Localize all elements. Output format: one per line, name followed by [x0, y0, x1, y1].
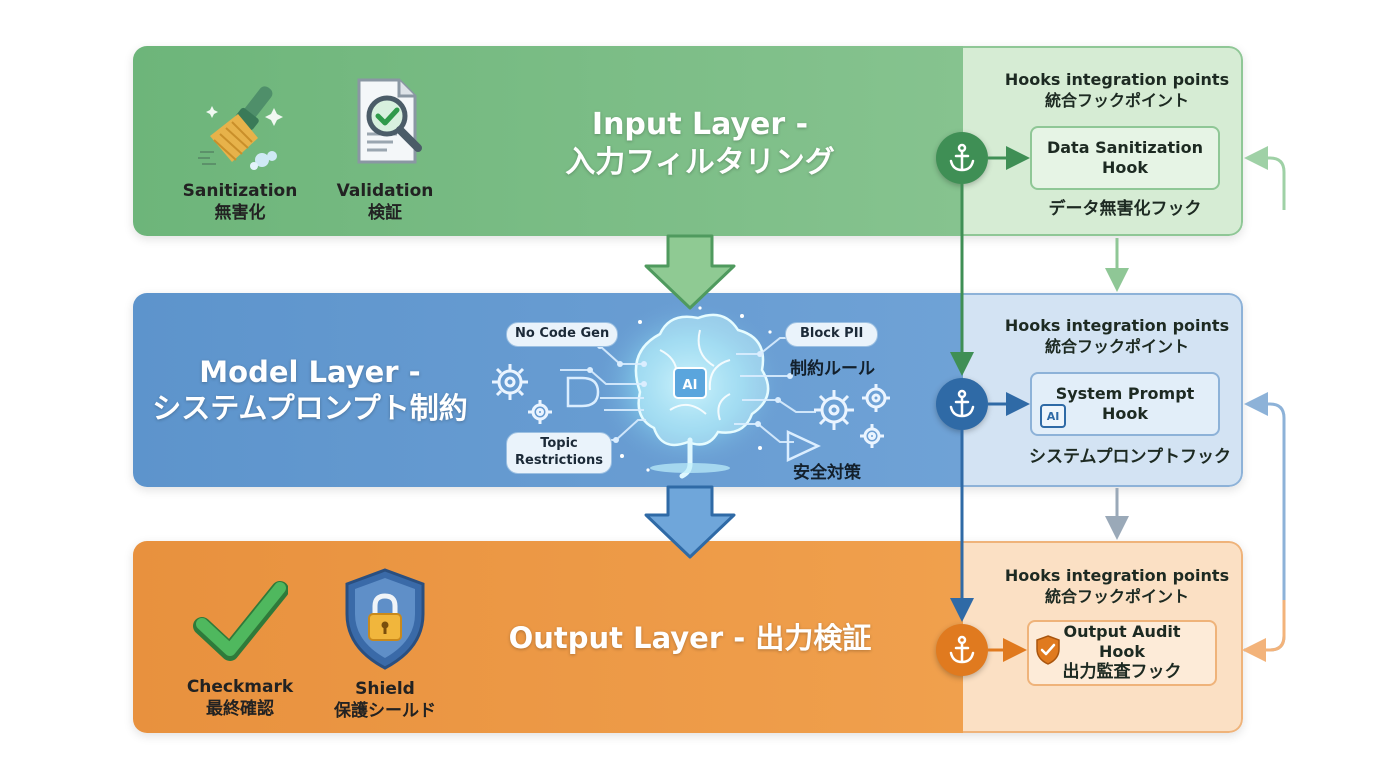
topic-restrictions-line1: Topic: [540, 436, 578, 451]
block-pii-tag: Block PII: [785, 322, 879, 347]
input-layer-title: Input Layer - 入力フィルタリング: [540, 106, 860, 181]
data-sanitization-hook-caption: データ無害化フック: [1048, 199, 1202, 219]
no-code-gen-tag: No Code Gen: [506, 322, 619, 347]
model-hooks-heading-en: Hooks integration points: [1004, 316, 1230, 335]
input-hooks-heading-jp: 統合フックポイント: [1044, 90, 1189, 110]
sanitization-label-en: Sanitization: [182, 181, 298, 201]
sanitization-label-jp: 無害化: [214, 203, 266, 224]
no-code-gen-label: No Code Gen: [515, 326, 610, 341]
validation-label-jp: 検証: [368, 203, 402, 224]
data-sanitization-hook-line1: Data Sanitization: [1046, 138, 1204, 157]
validation-label-en: Validation: [336, 181, 434, 201]
sanitization-feature: Sanitization 無害化: [175, 78, 305, 224]
anchor-icon: [949, 389, 975, 418]
broom-icon: [198, 86, 283, 170]
input-hooks-heading-en: Hooks integration points: [1004, 70, 1230, 89]
output-layer-title: Output Layer - 出力検証: [490, 620, 890, 656]
output-anchor-node[interactable]: [936, 624, 988, 676]
block-pii-label: Block PII: [800, 326, 864, 341]
shield-feature: Shield 保護シールド: [320, 566, 450, 722]
shield-label-en: Shield: [355, 679, 415, 699]
model-layer-title-jp: システムプロンプト制約: [152, 391, 468, 426]
shield-check-icon: [1036, 635, 1060, 665]
output-audit-hook-line1: Output Audit: [1063, 622, 1181, 642]
document-magnifier-icon: [357, 78, 422, 164]
model-hooks-heading-jp: 統合フックポイント: [1044, 336, 1189, 356]
model-layer-title: Model Layer - システムプロンプト制約: [140, 354, 480, 427]
system-prompt-hook-line1: System Prompt: [1055, 384, 1195, 403]
system-prompt-hook-line2: Hook: [1101, 404, 1148, 423]
topic-restrictions-tag: Topic Restrictions: [506, 432, 612, 474]
model-anchor-node[interactable]: [936, 378, 988, 430]
system-prompt-hook-caption: システムプロンプトフック: [1029, 447, 1231, 467]
constraint-rules-label: 制約ルール: [790, 359, 875, 379]
output-layer-title-text: Output Layer - 出力検証: [508, 621, 872, 655]
ai-chip-label: AI: [1046, 409, 1060, 423]
input-layer-main: [133, 46, 963, 236]
shield-lock-icon: [345, 568, 425, 670]
topic-restrictions-line2: Restrictions: [515, 452, 603, 468]
model-layer-title-en: Model Layer -: [199, 355, 421, 389]
input-layer-title-en: Input Layer -: [591, 107, 809, 142]
checkmark-label-jp: 最終確認: [206, 699, 274, 720]
input-anchor-node[interactable]: [936, 132, 988, 184]
checkmark-label-en: Checkmark: [186, 677, 294, 697]
checkmark-feature: Checkmark 最終確認: [175, 574, 305, 720]
output-hooks-heading: Hooks integration points 統合フックポイント: [982, 566, 1252, 608]
output-hooks-heading-jp: 統合フックポイント: [1044, 586, 1189, 606]
anchor-icon: [949, 635, 975, 664]
system-prompt-hook-box[interactable]: System Prompt Hook: [1030, 372, 1220, 436]
input-hooks-heading: Hooks integration points 統合フックポイント: [982, 70, 1252, 112]
safety-measures-label: 安全対策: [793, 463, 861, 483]
model-hooks-heading: Hooks integration points 統合フックポイント: [982, 316, 1252, 358]
output-audit-hook-caption: 出力監査フック: [1062, 662, 1182, 683]
checkmark-icon: [193, 581, 288, 661]
data-sanitization-hook-line2: Hook: [1101, 158, 1148, 177]
output-hooks-heading-en: Hooks integration points: [1004, 566, 1230, 585]
input-layer-title-jp: 入力フィルタリング: [565, 144, 835, 180]
shield-label-jp: 保護シールド: [334, 701, 436, 722]
anchor-icon: [949, 143, 975, 172]
ai-chip-icon: AI: [1040, 404, 1066, 428]
output-layer-main: [133, 541, 963, 733]
data-sanitization-hook-box[interactable]: Data Sanitization Hook: [1030, 126, 1220, 190]
validation-feature: Validation 検証: [320, 74, 450, 224]
output-audit-hook-line2: Hook: [1098, 642, 1145, 662]
